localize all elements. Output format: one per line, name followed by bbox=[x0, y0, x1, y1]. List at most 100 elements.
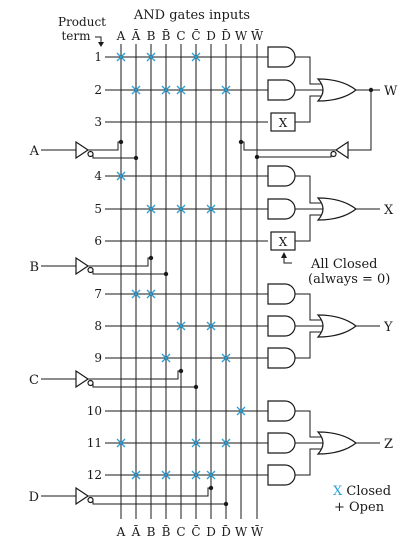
w-complement-dot bbox=[254, 154, 260, 160]
or-input-wire bbox=[295, 175, 323, 204]
fuse-x-term11-col0 bbox=[116, 438, 126, 448]
fuse-x-term5-col4 bbox=[176, 204, 186, 214]
true-junction-dot bbox=[148, 255, 154, 261]
fuse-stroke bbox=[131, 85, 141, 95]
fuse-x-term2-col4 bbox=[176, 85, 186, 95]
term-label-7: 7 bbox=[94, 287, 102, 301]
fuse-stroke bbox=[131, 470, 141, 480]
or-input-wire bbox=[295, 95, 323, 123]
complement-junction-dot bbox=[223, 501, 229, 507]
fuse-stroke bbox=[206, 470, 216, 480]
fuse-stroke bbox=[191, 52, 201, 62]
column-footer-4: C bbox=[176, 525, 185, 539]
legend-closed: X Closed bbox=[333, 484, 391, 499]
fuse-stroke bbox=[206, 204, 216, 214]
w-feedback-wire bbox=[348, 90, 372, 151]
column-header-3: B̄ bbox=[162, 28, 171, 43]
or-block-W: W bbox=[295, 56, 398, 123]
fuse-x-term12-col5 bbox=[191, 470, 201, 480]
input-label-B: B bbox=[29, 260, 39, 275]
column-footer-1: Ā bbox=[131, 524, 141, 539]
and-gate-12 bbox=[267, 464, 296, 486]
inverter-bubble bbox=[87, 150, 94, 158]
w-true-wire bbox=[241, 141, 336, 151]
fuse-x-term7-col1 bbox=[131, 289, 141, 299]
fuse-stroke bbox=[191, 470, 201, 480]
and-gate-8 bbox=[267, 315, 296, 337]
note-line-2: (always = 0) bbox=[308, 272, 390, 287]
input-buffer-B: B bbox=[29, 255, 169, 277]
fuse-stroke bbox=[236, 406, 246, 416]
fuse-x-term12-col6 bbox=[206, 470, 216, 480]
fuse-stroke bbox=[191, 438, 201, 448]
complement-junction-dot bbox=[133, 155, 139, 161]
or-block-Y: Y bbox=[295, 293, 393, 359]
complement-output-wire bbox=[92, 270, 166, 275]
fuse-stroke bbox=[161, 85, 171, 95]
w-true-dot bbox=[238, 139, 244, 145]
or-input-wire bbox=[295, 293, 323, 321]
fuse-stroke bbox=[146, 52, 156, 62]
fuse-x-term9-col7 bbox=[221, 353, 231, 363]
column-footer-7: D̄ bbox=[221, 524, 231, 539]
or-input-wire bbox=[295, 214, 323, 242]
fuse-stroke bbox=[176, 321, 186, 331]
true-junction-dot bbox=[208, 485, 214, 491]
w-feedback-buffer bbox=[334, 140, 349, 160]
column-footer-5: C̄ bbox=[191, 524, 200, 539]
buffer-triangle bbox=[75, 256, 90, 276]
or-block-Z: Z bbox=[295, 410, 393, 476]
term-label-8: 8 bbox=[94, 319, 102, 333]
fuse-x-term11-col5 bbox=[191, 438, 201, 448]
column-footer-3: B̄ bbox=[162, 524, 171, 539]
buffer-triangle bbox=[75, 486, 90, 506]
fuse-stroke bbox=[221, 438, 231, 448]
note-arrowhead bbox=[281, 252, 287, 258]
and-gate-10 bbox=[267, 400, 296, 422]
fuse-stroke bbox=[131, 289, 141, 299]
legend-open: + Open bbox=[334, 500, 385, 515]
true-junction-dot bbox=[118, 139, 124, 145]
column-header-6: D bbox=[206, 29, 216, 43]
term-label-3: 3 bbox=[94, 115, 102, 129]
and-gate-9 bbox=[267, 347, 296, 369]
fuse-x-term4-col0 bbox=[116, 171, 126, 181]
column-footer-2: B bbox=[147, 525, 156, 539]
fuse-stroke bbox=[176, 85, 186, 95]
column-header-8: W bbox=[235, 29, 248, 43]
fuse-stroke bbox=[146, 204, 156, 214]
fuse-x-term12-col3 bbox=[161, 470, 171, 480]
column-header-2: B bbox=[147, 29, 156, 43]
input-label-D: D bbox=[29, 490, 39, 505]
buffer-triangle bbox=[75, 140, 90, 160]
or-input-wire bbox=[295, 56, 323, 85]
complement-output-wire bbox=[92, 154, 136, 159]
and-gate-x-label-6: X bbox=[279, 235, 288, 249]
output-label-X: X bbox=[384, 203, 394, 218]
fuse-x-term5-col2 bbox=[146, 204, 156, 214]
column-header-1: Ā bbox=[131, 28, 141, 43]
complement-junction-dot bbox=[163, 271, 169, 277]
fuse-x-term8-col6 bbox=[206, 321, 216, 331]
term-label-1: 1 bbox=[94, 50, 102, 64]
fuse-stroke bbox=[161, 470, 171, 480]
output-label-Y: Y bbox=[383, 320, 393, 335]
term-label-12: 12 bbox=[87, 468, 102, 482]
and-gate-7 bbox=[267, 283, 296, 305]
column-footer-9: W̄ bbox=[251, 524, 264, 539]
w-feedback-bubble bbox=[330, 150, 337, 158]
fuse-stroke bbox=[221, 85, 231, 95]
and-gate-11 bbox=[267, 432, 296, 454]
fuse-x-term7-col2 bbox=[146, 289, 156, 299]
complement-output-wire bbox=[92, 383, 196, 388]
inverter-bubble bbox=[87, 266, 94, 274]
term-arrowhead bbox=[98, 42, 104, 47]
fuse-stroke bbox=[221, 353, 231, 363]
fuse-stroke bbox=[116, 52, 126, 62]
term-label-5: 5 bbox=[94, 202, 102, 216]
fuse-x-term2-col7 bbox=[221, 85, 231, 95]
